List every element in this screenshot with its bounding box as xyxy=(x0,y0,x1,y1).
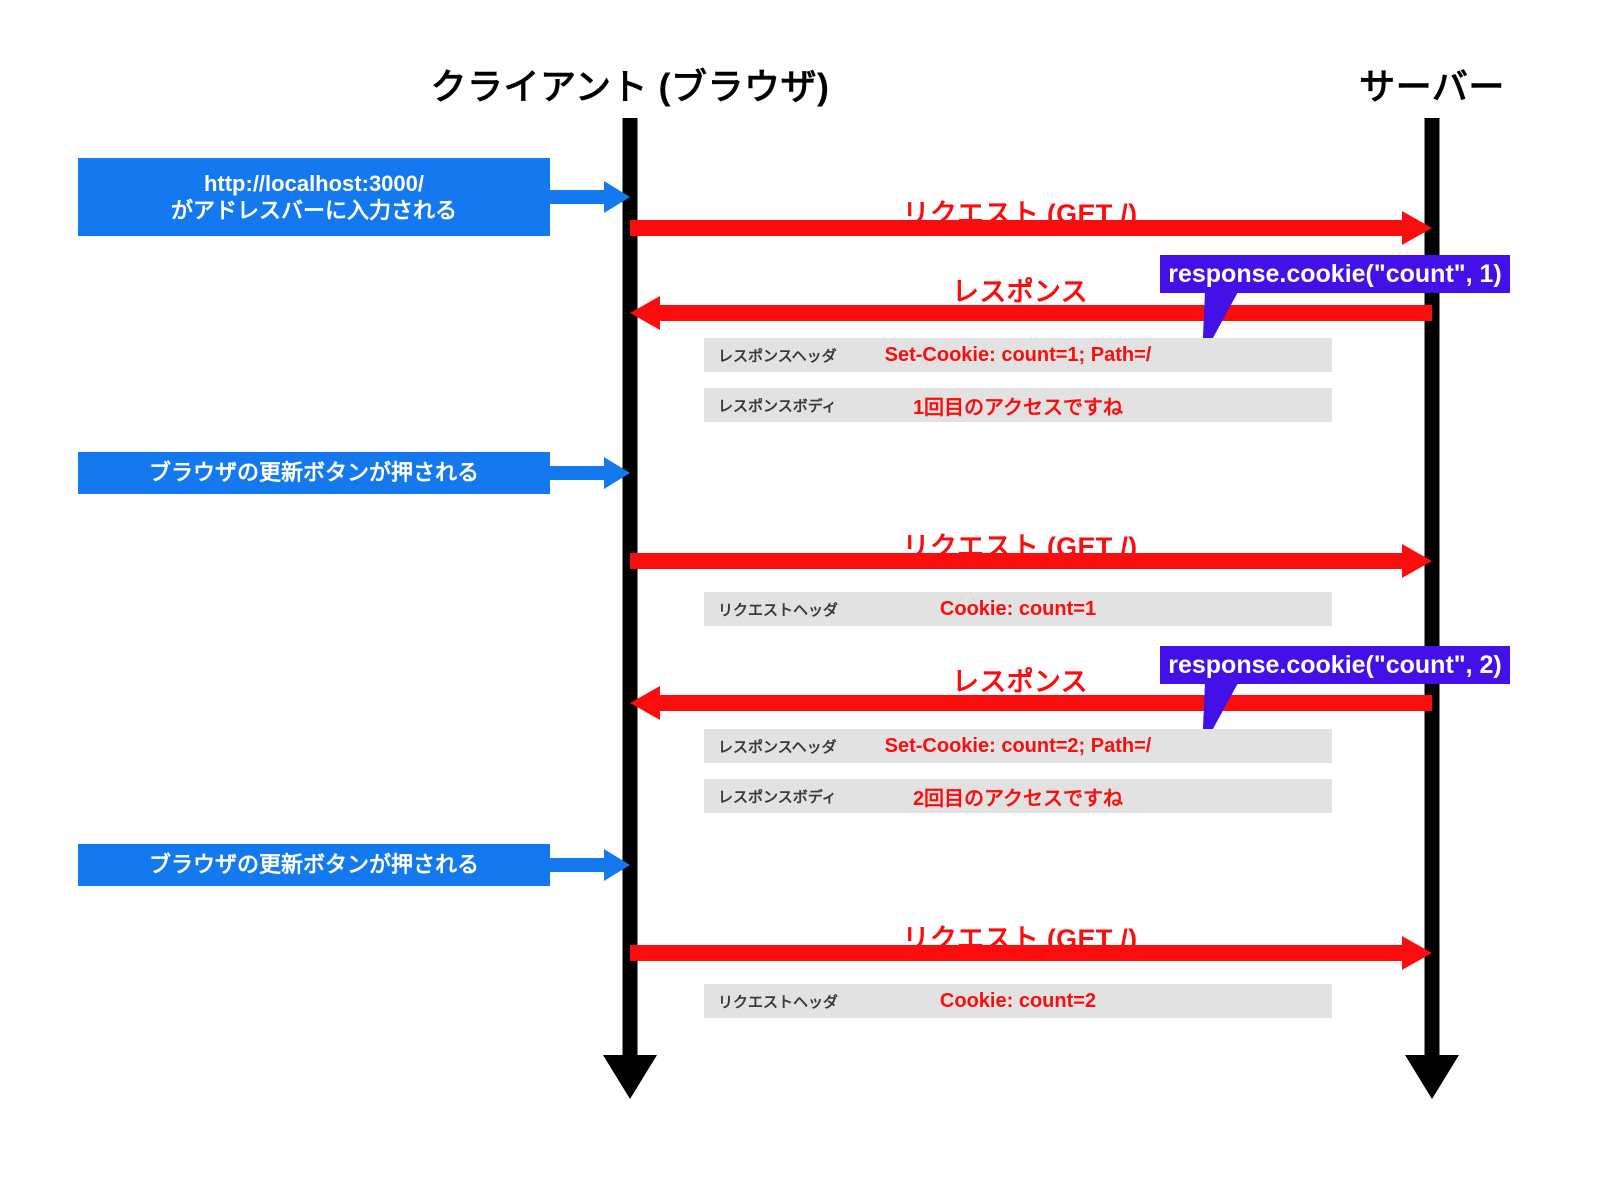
detail-value: Set-Cookie: count=1; Path=/ xyxy=(884,343,1152,366)
lifeline-client xyxy=(622,118,638,1063)
note-reload-1-line1: ブラウザの更新ボタンが押される xyxy=(148,460,479,486)
detail-row-response-header-1: レスポンスヘッダ Set-Cookie: count=1; Path=/ xyxy=(704,338,1332,372)
note-reload-2-arrow xyxy=(550,849,630,881)
detail-key: リクエストヘッダ xyxy=(718,993,839,1011)
detail-row-response-header-2: レスポンスヘッダ Set-Cookie: count=2; Path=/ xyxy=(704,729,1332,763)
detail-value: Cookie: count=2 xyxy=(939,989,1097,1012)
note-url-entered-line1: http://localhost:3000/ xyxy=(203,170,425,196)
callout-response-cookie-1: response.cookie("count", 1) xyxy=(1160,255,1510,293)
note-reload-2-line1: ブラウザの更新ボタンが押される xyxy=(148,852,479,878)
detail-value: Set-Cookie: count=2; Path=/ xyxy=(884,734,1152,757)
message-arrow-response-1 xyxy=(630,296,1432,330)
message-arrow-request-3 xyxy=(630,936,1432,970)
detail-key: レスポンスヘッダ xyxy=(718,347,837,365)
note-url-entered: http://localhost:3000/ がアドレスバーに入力される xyxy=(78,158,550,236)
participant-label-client: クライアント (ブラウザ) xyxy=(430,66,830,107)
lifeline-client-arrowhead xyxy=(603,1055,657,1099)
detail-row-request-header-1: リクエストヘッダ Cookie: count=1 xyxy=(704,592,1332,626)
message-label-response-2: レスポンス xyxy=(952,667,1088,697)
message-label-response-1: レスポンス xyxy=(952,277,1088,307)
note-url-entered-line2: がアドレスバーに入力される xyxy=(170,198,457,223)
lifeline-server xyxy=(1424,118,1440,1063)
callout-response-cookie-1-text: response.cookie("count", 1) xyxy=(1168,259,1502,288)
message-arrow-request-2 xyxy=(630,544,1432,578)
note-reload-1-arrow xyxy=(550,457,630,489)
detail-row-request-header-2: リクエストヘッダ Cookie: count=2 xyxy=(704,984,1332,1018)
callout-response-cookie-2-text: response.cookie("count", 2) xyxy=(1168,650,1502,679)
detail-value: 2回目のアクセスですね xyxy=(912,787,1124,810)
detail-key: レスポンスヘッダ xyxy=(718,738,837,756)
detail-value: 1回目のアクセスですね xyxy=(912,396,1124,419)
detail-value: Cookie: count=1 xyxy=(939,597,1097,620)
note-reload-2: ブラウザの更新ボタンが押される xyxy=(78,844,550,886)
note-reload-1: ブラウザの更新ボタンが押される xyxy=(78,452,550,494)
participant-label-server: サーバー xyxy=(1359,66,1505,107)
detail-key: レスポンスボディ xyxy=(718,788,837,806)
callout-response-cookie-2: response.cookie("count", 2) xyxy=(1160,646,1510,684)
note-url-entered-arrow xyxy=(550,181,630,213)
detail-row-response-body-2: レスポンスボディ 2回目のアクセスですね xyxy=(704,779,1332,813)
detail-row-response-body-1: レスポンスボディ 1回目のアクセスですね xyxy=(704,388,1332,422)
lifeline-server-arrowhead xyxy=(1405,1055,1459,1099)
message-arrow-request-1 xyxy=(630,211,1432,245)
detail-key: リクエストヘッダ xyxy=(718,601,839,619)
detail-key: レスポンスボディ xyxy=(718,397,837,415)
message-arrow-response-2 xyxy=(630,686,1432,720)
